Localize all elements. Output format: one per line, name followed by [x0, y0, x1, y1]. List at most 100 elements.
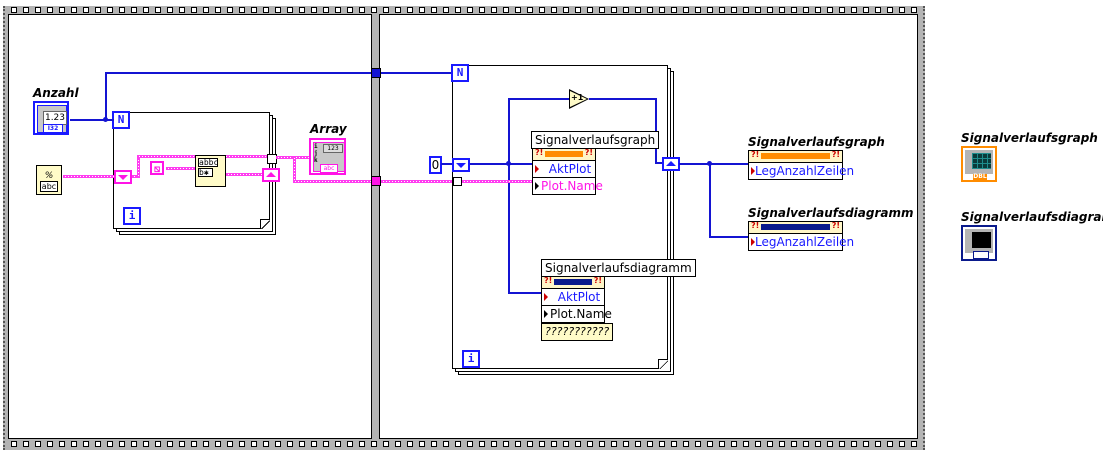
outside-property-node-graph[interactable]: ?!?! LegAnzahlZeilen [748, 150, 854, 180]
film-hole [239, 7, 245, 13]
loop2-iteration-terminal[interactable]: i [462, 350, 480, 368]
film-hole [455, 441, 461, 447]
film-hole [299, 7, 305, 13]
wire-array-into-loop2 [381, 180, 453, 183]
film-hole [107, 7, 113, 13]
film-hole [863, 7, 869, 13]
loop2-count-terminal[interactable]: N [451, 64, 469, 82]
property-label: Plot.Name [541, 179, 603, 193]
film-hole [671, 441, 677, 447]
property-aktplot[interactable]: AktPlot [542, 289, 604, 306]
property-node-1-class: Signalverlaufsgraph [531, 131, 660, 149]
waveform-graph-terminal-icon[interactable]: DBL [961, 146, 997, 182]
film-hole [731, 441, 737, 447]
waveform-chart-terminal-icon[interactable] [961, 225, 997, 261]
film-hole [371, 441, 377, 447]
film-hole [59, 441, 65, 447]
indexing-tunnel[interactable] [267, 154, 277, 164]
film-hole [227, 441, 233, 447]
sequence-tunnel-string-array[interactable] [371, 176, 381, 186]
film-hole [875, 441, 881, 447]
property-plot-name[interactable]: Plot.Name [533, 178, 603, 194]
format-glyph: % [44, 171, 54, 181]
wire-string-to-plotname [462, 180, 533, 183]
loop-fold [658, 359, 668, 369]
film-hole [707, 7, 713, 13]
wire [470, 163, 533, 165]
wire-junction [103, 117, 108, 122]
film-hole [863, 441, 869, 447]
property-plot-name[interactable]: Plot.Name [542, 306, 612, 322]
film-hole [179, 7, 185, 13]
shift-register-right[interactable] [262, 168, 280, 182]
film-hole [599, 7, 605, 13]
film-hole [887, 441, 893, 447]
film-hole [611, 441, 617, 447]
film-hole [407, 7, 413, 13]
film-hole [839, 7, 845, 13]
film-hole [755, 7, 761, 13]
property-aktplot[interactable]: AktPlot [533, 161, 595, 178]
film-hole [263, 7, 269, 13]
wire [508, 98, 570, 100]
film-hole [779, 441, 785, 447]
property-node-signalverlaufsdiagramm[interactable]: ?!?! AktPlot Plot.Name [541, 276, 612, 323]
loop2-shift-register-right[interactable] [662, 157, 680, 171]
film-hole [95, 441, 101, 447]
abc-glyph: abc [40, 181, 58, 192]
film-hole [371, 7, 377, 13]
film-hole [839, 441, 845, 447]
wire-anzahl-to-tunnel [105, 72, 373, 74]
wire-string-in [63, 175, 115, 178]
film-hole [47, 441, 53, 447]
indexing-tunnel-loop2[interactable] [453, 177, 462, 186]
property-node-signalverlaufsgraph[interactable]: ?!?! AktPlot Plot.Name [532, 148, 603, 195]
film-hole [623, 7, 629, 13]
film-hole [227, 7, 233, 13]
film-hole [239, 441, 245, 447]
film-hole [767, 7, 773, 13]
outside-node-1-label: Signalverlaufsgraph [748, 135, 885, 149]
film-hole [167, 441, 173, 447]
film-hole [827, 441, 833, 447]
film-hole [851, 441, 857, 447]
film-hole [359, 7, 365, 13]
property-leg-anzahl-zeilen[interactable]: LegAnzahlZeilen [749, 234, 854, 250]
film-hole [575, 441, 581, 447]
film-hole [431, 7, 437, 13]
film-hole [155, 441, 161, 447]
anzahl-control-terminal[interactable]: 1.23 I32 [33, 101, 69, 135]
loop1-iteration-terminal[interactable]: i [123, 207, 141, 225]
wire [709, 236, 749, 238]
zero-constant[interactable]: 0 [429, 156, 442, 174]
property-leg-anzahl-zeilen[interactable]: LegAnzahlZeilen [749, 163, 854, 179]
film-hole [119, 7, 125, 13]
terminal-chart-label: Signalverlaufsdiagramm [961, 210, 1103, 224]
film-hole [851, 7, 857, 13]
string-format-icon[interactable]: % abc [36, 165, 62, 195]
film-hole [719, 7, 725, 13]
film-hole [527, 7, 533, 13]
loop1-count-terminal[interactable]: N [112, 111, 130, 129]
wire [589, 98, 657, 100]
wire-count-to-loop2 [381, 72, 451, 74]
film-hole [635, 441, 641, 447]
empty-string-constant-icon: ⧅ [150, 161, 164, 175]
loop2-shift-register-left[interactable] [452, 158, 470, 172]
shift-register-left[interactable] [114, 170, 132, 184]
ref-bar [761, 224, 830, 230]
film-hole [791, 441, 797, 447]
sequence-tunnel-numeric[interactable] [371, 68, 381, 78]
increment-fill [570, 91, 587, 107]
outside-property-node-diagramm[interactable]: ?!?! LegAnzahlZeilen [748, 221, 854, 251]
unknown-constant[interactable]: ??????????? [541, 323, 614, 341]
property-label: AktPlot [557, 290, 601, 304]
film-hole [515, 7, 521, 13]
film-hole [119, 441, 125, 447]
film-hole [251, 7, 257, 13]
film-hole [83, 7, 89, 13]
format-into-string-node[interactable]: abbc b✱ [195, 155, 226, 187]
film-hole [563, 441, 569, 447]
